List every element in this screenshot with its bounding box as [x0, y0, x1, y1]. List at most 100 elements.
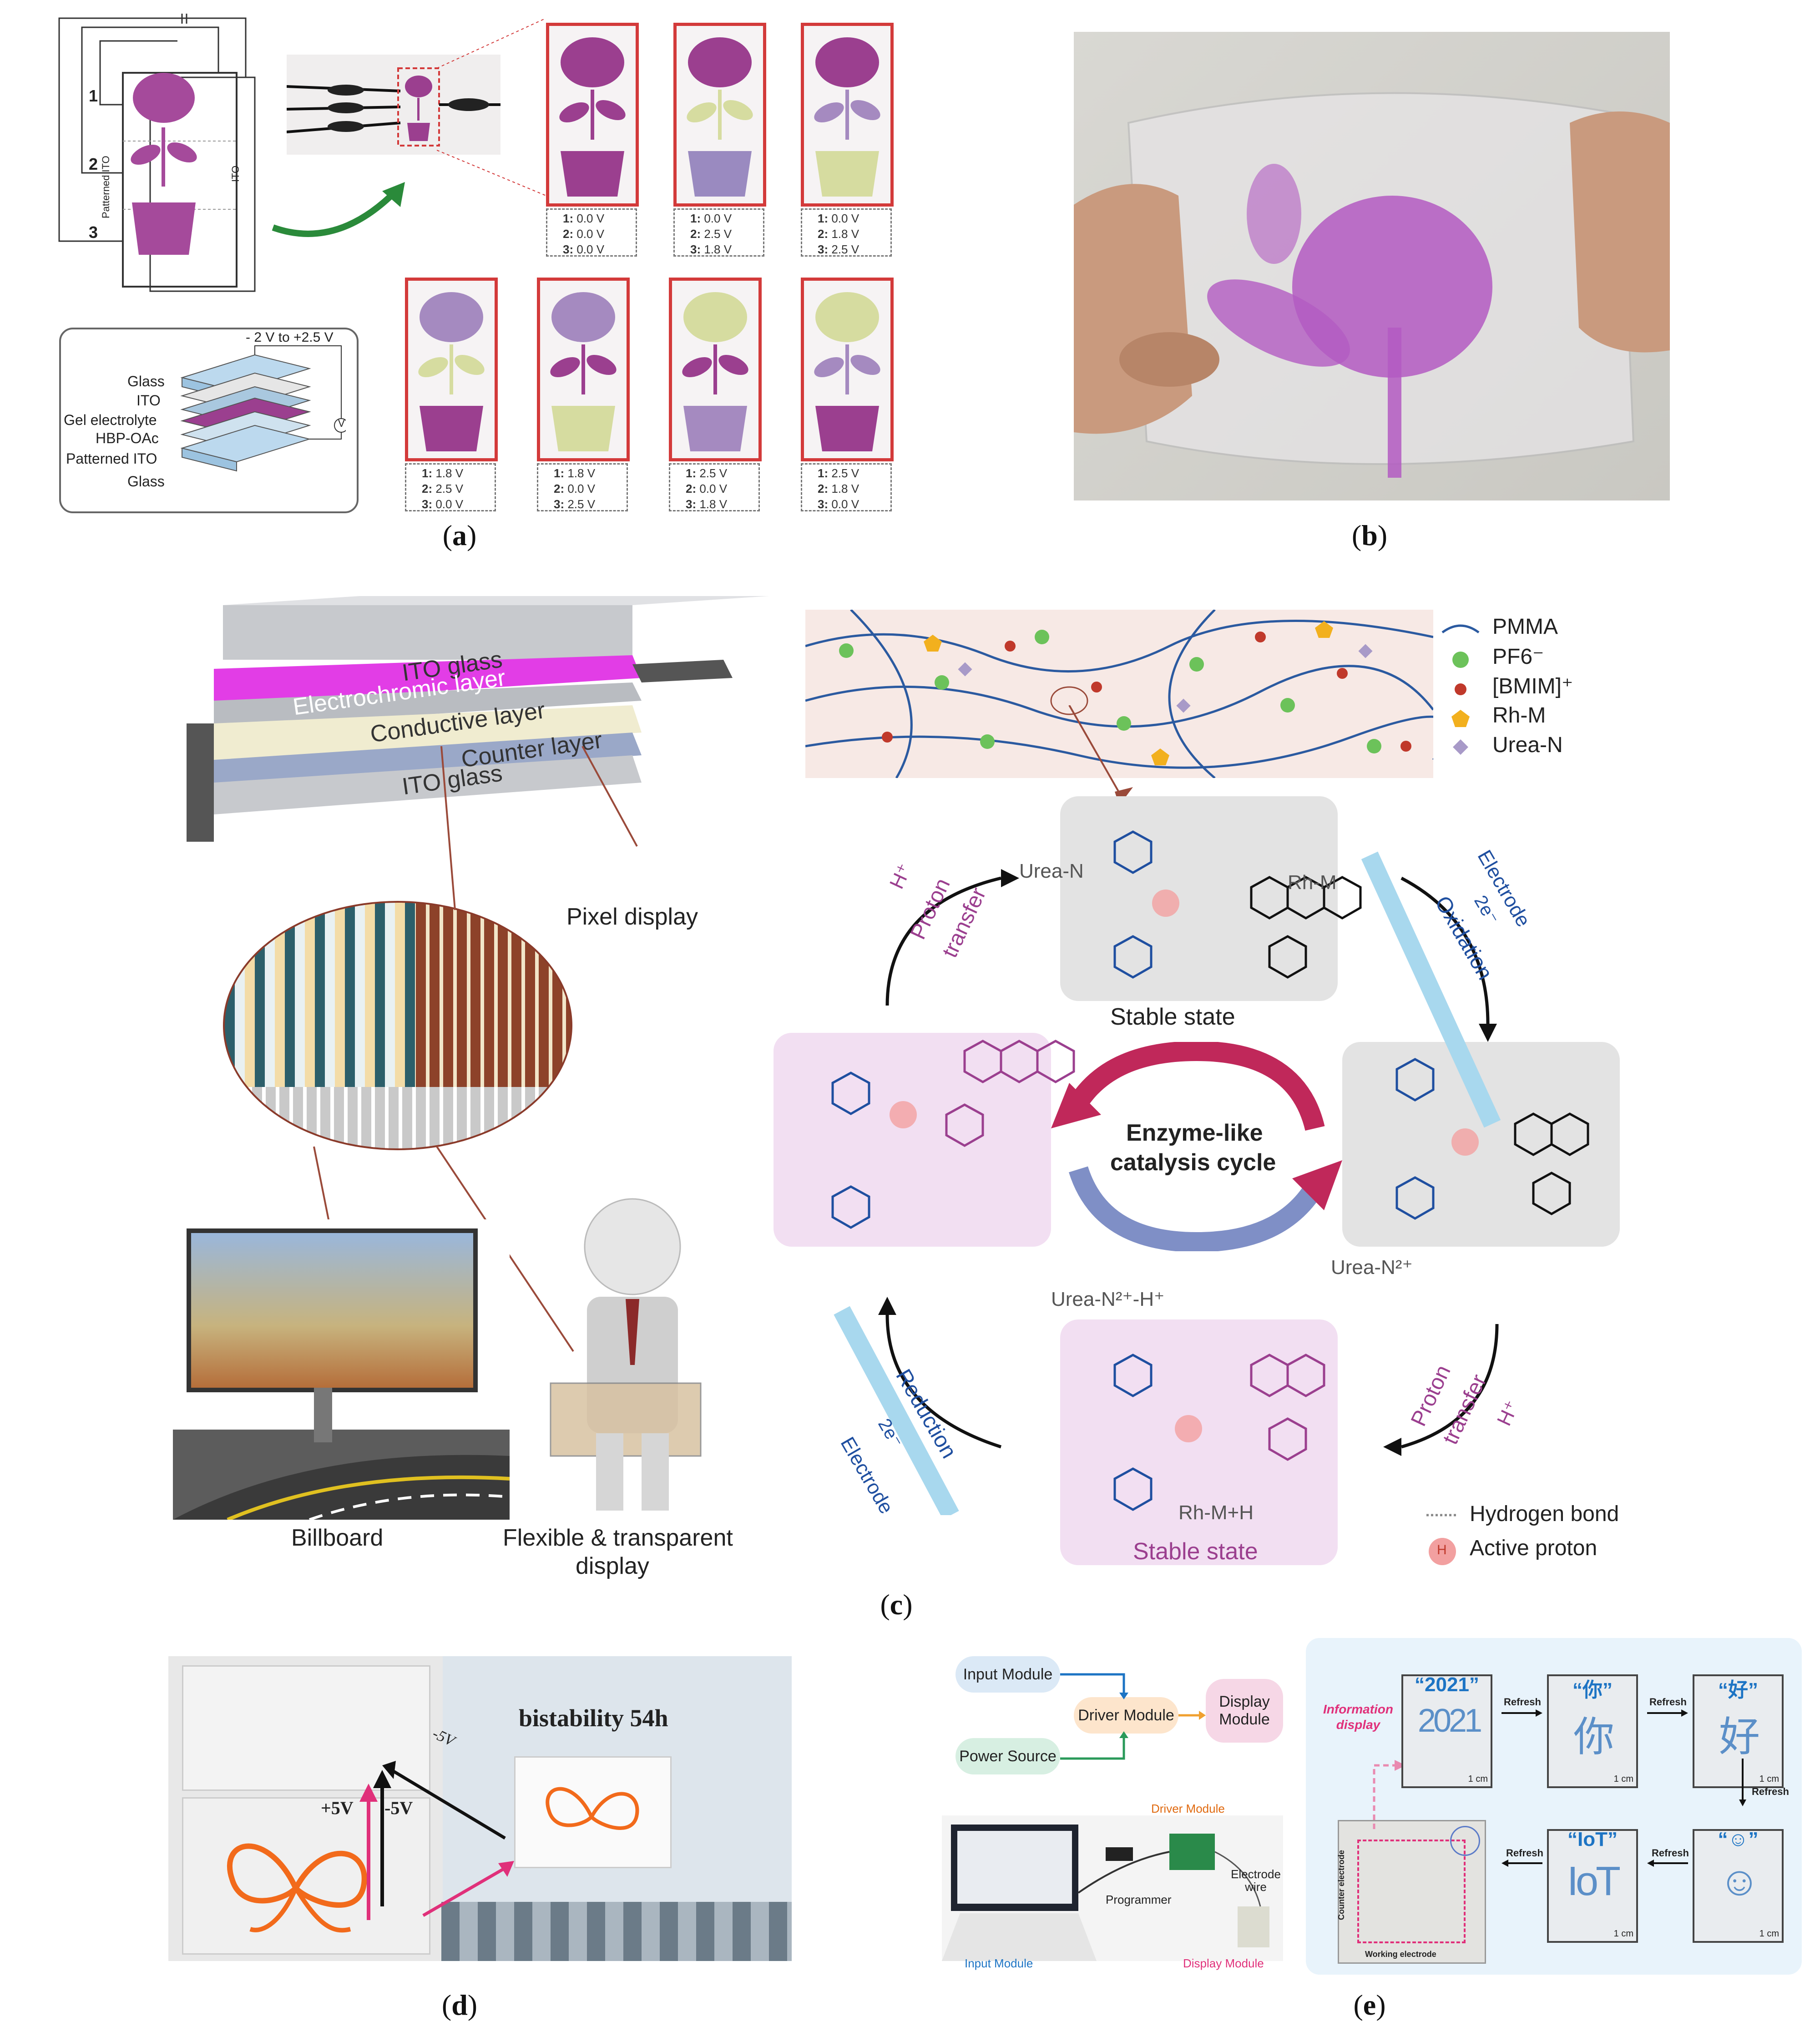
- photo-label-programmer: Programmer: [1106, 1893, 1172, 1906]
- urea-n-label: Urea-N: [1019, 860, 1084, 882]
- voltage-line-prefix: 2:: [563, 227, 577, 241]
- voltage-value: 0.0 V: [567, 482, 596, 495]
- voltage-line-prefix: 1:: [554, 466, 568, 480]
- screen-glyph: 2021: [1417, 1703, 1482, 1739]
- voltage-value: 0.0 V: [576, 227, 605, 241]
- device-number-2: 2: [89, 155, 98, 173]
- urea-n2-label: Urea-N²⁺: [1331, 1256, 1413, 1279]
- flower-state-tile: [673, 23, 766, 207]
- info-display-label: Information display: [1323, 1702, 1393, 1732]
- flower-state-tile: [801, 23, 894, 207]
- voltage-value: 0.0 V: [435, 497, 464, 511]
- legend-urea-n: Urea-N: [1492, 733, 1563, 757]
- stack-ito: ITO: [136, 392, 161, 409]
- legend-pf6: PF6⁻: [1492, 645, 1544, 669]
- voltage-line-prefix: 3:: [818, 243, 832, 256]
- zoom-arrow-gel: [1068, 705, 1133, 805]
- voltage-line-prefix: 1:: [818, 212, 832, 225]
- flower-state-tile: [405, 278, 498, 461]
- screen-title: “☺”: [1718, 1828, 1759, 1850]
- voltage-line-prefix: 3:: [690, 243, 704, 256]
- stack-patterned-ito: Patterned ITO: [66, 450, 157, 467]
- voltage-value: 1.8 V: [831, 482, 859, 495]
- device-number-1: 1: [89, 86, 98, 105]
- voltage-value: 1.8 V: [699, 497, 728, 511]
- billboard-illustration: [173, 1219, 510, 1520]
- screen-title: “2021”: [1415, 1673, 1479, 1696]
- voltage-line-prefix: 1:: [563, 212, 577, 225]
- panel-e: Input Module Driver Module Display Modul…: [937, 1638, 1811, 1984]
- voltage-line-prefix: 3:: [563, 243, 577, 256]
- input-module: Input Module: [956, 1656, 1060, 1693]
- molecule-right: [1342, 1042, 1620, 1247]
- screen-glyph: IoT: [1567, 1859, 1621, 1904]
- rh-mh-label: Rh-M+H: [1178, 1501, 1254, 1524]
- driver-module: Driver Module: [1074, 1697, 1178, 1734]
- outer-arrows: [834, 851, 1501, 1515]
- voltage-value: 2.5 V: [704, 227, 732, 241]
- voltage-value: 1.8 V: [435, 466, 464, 480]
- voltage-line-prefix: 3:: [818, 497, 832, 511]
- bistability-label: bistability 54h: [519, 1704, 668, 1732]
- photo-label-electrode-wire: Electrode wire: [1231, 1867, 1281, 1894]
- photo-label-input: Input Module: [965, 1956, 1033, 1970]
- gel-network: [805, 609, 1450, 779]
- screen-title: “你”: [1572, 1679, 1613, 1701]
- screen-title: “IoT”: [1567, 1828, 1618, 1850]
- wired-device-photo: [287, 55, 500, 155]
- refresh-4: Refresh: [1652, 1847, 1689, 1859]
- voltage-line-prefix: 3:: [422, 497, 436, 511]
- voltage-value: 2.5 V: [699, 466, 728, 480]
- scale-bar-label: 1 cm: [1759, 1929, 1779, 1939]
- voltage-line-prefix: 2:: [818, 482, 832, 495]
- refresh-2: Refresh: [1649, 1696, 1687, 1708]
- voltage-value: 0.0 V: [831, 497, 859, 511]
- refresh-1: Refresh: [1504, 1696, 1541, 1708]
- flexible-film-photo: [1074, 32, 1670, 500]
- layer-stack-drawing: [180, 345, 346, 472]
- flower-pattern-device: [131, 73, 197, 255]
- stack-glass-bottom: Glass: [127, 473, 165, 490]
- voltage-line-prefix: 2:: [554, 482, 568, 495]
- stack-hbp-oac: HBP-OAc: [96, 430, 159, 446]
- flexible-label-1: Flexible & transparent: [503, 1525, 733, 1551]
- screen-glyph: 你: [1573, 1714, 1614, 1760]
- screen-glyph: 好: [1719, 1714, 1760, 1760]
- flower-state-tile: [537, 278, 630, 461]
- stable-state-bottom: Stable state: [1133, 1538, 1258, 1565]
- voltage-value: 1.8 V: [831, 227, 859, 241]
- stack-glass-top: Glass: [127, 373, 165, 389]
- caption-e: (e): [1353, 1989, 1386, 2021]
- patterned-ito-label: Patterned ITO: [100, 156, 111, 218]
- voltage-line-prefix: 1:: [690, 212, 704, 225]
- legend-bmim: [BMIM]⁺: [1492, 674, 1573, 698]
- device-number-3: 3: [89, 223, 98, 242]
- refresh-5: Refresh: [1506, 1847, 1543, 1859]
- refresh-3: Refresh: [1752, 1786, 1789, 1797]
- hardware-photo: [942, 1815, 1283, 1961]
- cycle-label-2: catalysis cycle: [1110, 1149, 1276, 1176]
- scale-bar-label: 1 cm: [1468, 1774, 1488, 1784]
- voltage-line-prefix: 2:: [422, 482, 436, 495]
- panel-a: 1 2 3 Patterned ITO ITO - 2 V to +2.5 V …: [0, 0, 894, 564]
- voltage-value: 2.5 V: [435, 482, 464, 495]
- active-proton-label: Active proton: [1470, 1536, 1598, 1560]
- caption-a: (a): [442, 519, 477, 551]
- cycle-label-1: Enzyme-like: [1126, 1120, 1263, 1146]
- legend-symbols: [1441, 624, 1480, 755]
- legend-pmma: PMMA: [1492, 615, 1558, 639]
- photo-label-counter: Counter electrode: [1337, 1850, 1346, 1920]
- working-electrode-photo: [1338, 1820, 1486, 1964]
- voltage-line-prefix: 2:: [686, 482, 700, 495]
- plus5v-label: +5V: [321, 1798, 354, 1818]
- minus5v-label: -5V: [384, 1798, 413, 1818]
